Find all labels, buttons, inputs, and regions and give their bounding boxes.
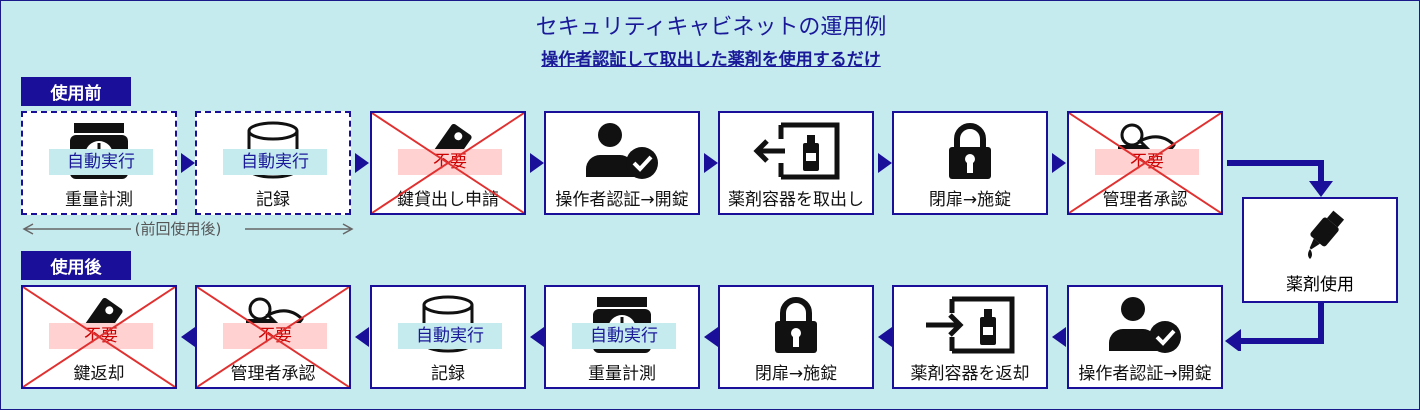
section-label-before: 使用前 xyxy=(21,77,131,106)
step-label: 薬剤使用 xyxy=(1286,275,1354,295)
cross-out-mark xyxy=(372,113,524,213)
step-after-4: 自動実行重量計測 xyxy=(544,285,700,389)
step-label: 鍵返却 xyxy=(73,364,125,384)
user-check-icon xyxy=(546,121,698,181)
flow-arrow-left xyxy=(181,327,195,347)
auto-exec-badge: 自動実行 xyxy=(398,323,502,349)
flow-arrow-right xyxy=(704,153,718,173)
step-label: 操作者認証→開錠 xyxy=(1078,364,1212,384)
step-before-6: 閉扉→施錠 xyxy=(892,111,1048,215)
step-before-2: 自動実行記録 xyxy=(195,111,351,215)
flow-arrow-right xyxy=(181,153,195,173)
step-label: 重量計測 xyxy=(65,190,133,210)
flow-arrow-down-right xyxy=(1227,160,1333,197)
flow-arrow-right xyxy=(530,153,544,173)
page-subtitle: 操作者認証して取出した薬剤を使用するだけ xyxy=(541,50,881,70)
gap-note: (前回使用後) xyxy=(134,220,222,238)
gap-double-arrow xyxy=(22,223,354,235)
flow-arrow-right xyxy=(355,153,369,173)
step-label: 閉扉→施錠 xyxy=(928,190,1012,210)
step-label: 管理者承認 xyxy=(230,364,316,384)
step-label: 閉扉→施錠 xyxy=(754,364,838,384)
step-after-3: 自動実行記録 xyxy=(370,285,526,389)
step-after-5: 閉扉→施錠 xyxy=(718,285,874,389)
flow-arrow-left xyxy=(704,327,718,347)
auto-exec-badge: 自動実行 xyxy=(572,323,676,349)
return-bottle-icon xyxy=(894,295,1046,355)
auto-exec-badge: 自動実行 xyxy=(49,149,153,175)
step-label: 重量計測 xyxy=(588,364,656,384)
take-out-bottle-icon xyxy=(720,121,872,181)
flow-arrow-right xyxy=(1052,153,1066,173)
step-after-1: 不要鍵返却 xyxy=(21,285,177,389)
flow-arrow-left xyxy=(878,327,892,347)
step-after-6: 薬剤容器を返却 xyxy=(892,285,1048,389)
section-label-after: 使用後 xyxy=(21,251,131,280)
step-label: 薬剤容器を取出し xyxy=(728,190,864,210)
step-before-3: 不要鍵貸出し申請 xyxy=(370,111,526,215)
step-label: 記録 xyxy=(431,364,465,384)
dropper-icon xyxy=(1244,209,1396,269)
flow-arrow-right xyxy=(878,153,892,173)
step-before-1: 自動実行重量計測 xyxy=(21,111,177,215)
step-before-5: 薬剤容器を取出し xyxy=(718,111,874,215)
page-title: セキュリティキャビネットの運用例 xyxy=(535,15,887,40)
cross-out-mark xyxy=(1069,113,1221,213)
flow-arrow-left xyxy=(530,327,544,347)
cross-out-mark xyxy=(23,287,175,387)
step-before-4: 操作者認証→開錠 xyxy=(544,111,700,215)
step-label: 管理者承認 xyxy=(1102,190,1188,210)
step-label: 操作者認証→開錠 xyxy=(555,190,689,210)
flow-arrow-left xyxy=(355,327,369,347)
flow-arrow-left-return xyxy=(1225,303,1324,351)
user-check-icon xyxy=(1069,295,1221,355)
step-label: 薬剤容器を返却 xyxy=(910,364,1030,384)
step-before-7: 不要管理者承認 xyxy=(1067,111,1223,215)
step-label: 記録 xyxy=(256,190,290,210)
padlock-icon xyxy=(894,121,1046,181)
cross-out-mark xyxy=(197,287,349,387)
step-drug-use: 薬剤使用 xyxy=(1242,197,1398,303)
padlock-icon xyxy=(720,295,872,355)
step-after-7: 操作者認証→開錠 xyxy=(1067,285,1223,389)
flow-arrow-left xyxy=(1052,327,1066,347)
auto-exec-badge: 自動実行 xyxy=(223,149,327,175)
step-after-2: 不要管理者承認 xyxy=(195,285,351,389)
step-label: 鍵貸出し申請 xyxy=(397,190,499,210)
